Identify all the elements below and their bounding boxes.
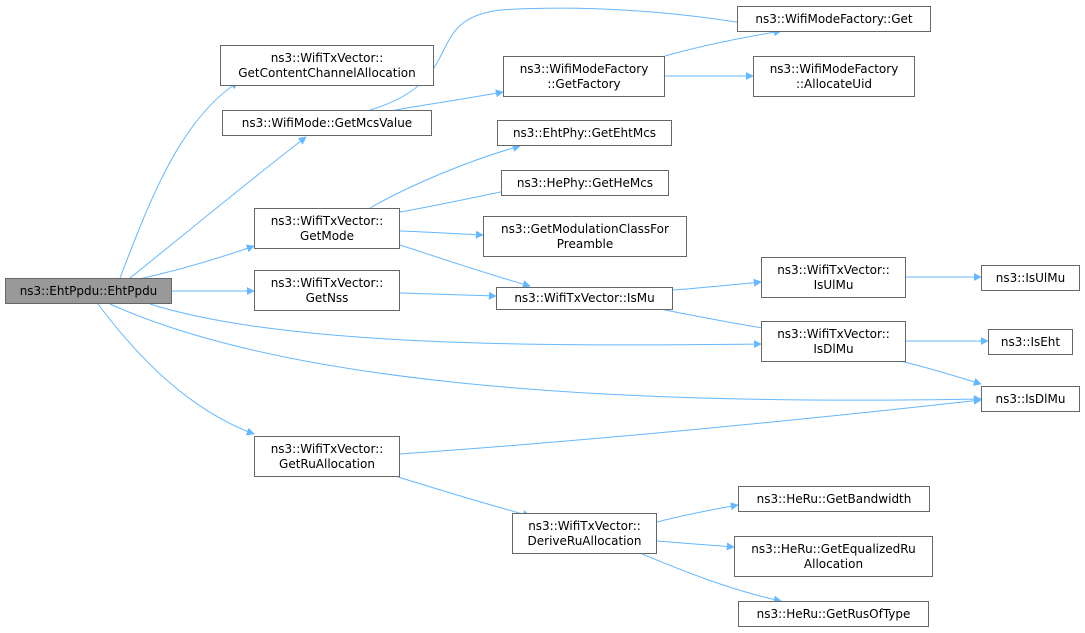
node-is-eht[interactable]: ns3::IsEht: [988, 329, 1073, 355]
edge-get-mode-to-get-eht-mcs: [369, 144, 521, 209]
edge-get-ru-allocation-to-is-dl-mu: [399, 396, 982, 455]
node-label: ns3::WifiModeFactory::Get: [755, 11, 913, 26]
node-label-line2: GetMode: [299, 228, 355, 243]
edge-derive-ru-alloc-to-heru-get-equalized: [656, 540, 735, 551]
node-label-line1: ns3::WifiTxVector::: [270, 441, 384, 456]
node-label-line1: ns3::WifiTxVector::: [777, 262, 890, 277]
node-get-eht-mcs[interactable]: ns3::EhtPhy::GetEhtMcs: [497, 120, 672, 146]
edge-root-to-get-mcs-value: [129, 136, 307, 279]
edge-get-nss-to-is-mu: [399, 291, 497, 300]
node-label-line2: Allocation: [803, 556, 864, 571]
node-label: ns3::EhtPpdu::EhtPpdu: [19, 283, 158, 298]
edge-get-mode-to-get-he-mcs: [399, 187, 511, 213]
edge-get-mode-to-is-mu: [399, 244, 531, 288]
node-wifi-mode-factory-allocate-uid[interactable]: ns3::WifiModeFactory ::AllocateUid: [753, 56, 915, 97]
node-label-line1: ns3::WifiTxVector::: [270, 275, 384, 290]
node-label-line1: ns3::HeRu::GetEqualizedRu: [751, 541, 916, 556]
edge-root-to-get-content-channel-alloc: [119, 81, 239, 279]
node-ehtppdu-constructor: ns3::EhtPpdu::EhtPpdu: [5, 278, 172, 304]
node-heru-get-bandwidth[interactable]: ns3::HeRu::GetBandwidth: [738, 486, 930, 512]
node-label-line2: GetRuAllocation: [279, 456, 375, 471]
node-label: ns3::HeRu::GetRusOfType: [756, 606, 911, 621]
node-label-line2: GetNss: [305, 290, 349, 305]
node-get-ru-allocation[interactable]: ns3::WifiTxVector:: GetRuAllocation: [254, 436, 400, 477]
node-label: ns3::IsDlMu: [995, 391, 1066, 406]
node-label: ns3::IsUlMu: [995, 270, 1066, 285]
node-wifi-mode-factory-get-factory[interactable]: ns3::WifiModeFactory ::GetFactory: [503, 56, 665, 97]
node-wifi-tx-vector-is-dl-mu[interactable]: ns3::WifiTxVector:: IsDlMu: [761, 321, 906, 362]
node-label-line2: GetContentChannelAllocation: [238, 65, 416, 80]
edge-wmf-get-factory-to-wmf-get: [664, 28, 782, 57]
node-label-line1: ns3::WifiTxVector::: [777, 326, 890, 341]
node-wifi-mode-factory-get[interactable]: ns3::WifiModeFactory::Get: [737, 6, 931, 32]
node-label: ns3::HeRu::GetBandwidth: [756, 491, 912, 506]
node-label-line2: IsUlMu: [813, 277, 854, 292]
edge-root-to-tx-is-dl-mu: [149, 303, 762, 349]
node-label-line1: ns3::WifiModeFactory: [519, 61, 649, 76]
node-is-mu[interactable]: ns3::WifiTxVector::IsMu: [496, 287, 673, 310]
edge-get-mcs-value-to-wmf-get-factory: [394, 89, 504, 111]
node-heru-get-rus-of-type[interactable]: ns3::HeRu::GetRusOfType: [738, 601, 929, 627]
node-get-modulation-class-for-preamble[interactable]: ns3::GetModulationClassFor Preamble: [483, 216, 687, 257]
node-derive-ru-allocation[interactable]: ns3::WifiTxVector:: DeriveRuAllocation: [512, 513, 657, 554]
node-get-mcs-value[interactable]: ns3::WifiMode::GetMcsValue: [222, 110, 432, 136]
edge-is-mu-to-tx-is-dl-mu: [654, 307, 776, 333]
edge-derive-ru-alloc-to-heru-get-rus-of-type: [634, 550, 782, 604]
node-get-mode[interactable]: ns3::WifiTxVector:: GetMode: [254, 208, 400, 249]
edge-tx-is-dl-mu-to-is-dl-mu: [899, 360, 982, 386]
edge-root-to-get-mode: [134, 244, 255, 281]
node-is-ul-mu[interactable]: ns3::IsUlMu: [981, 265, 1080, 291]
node-label: ns3::WifiTxVector::IsMu: [514, 291, 655, 305]
node-label-line1: ns3::WifiTxVector::: [270, 50, 384, 65]
node-label: ns3::WifiMode::GetMcsValue: [241, 115, 413, 130]
node-label: ns3::EhtPhy::GetEhtMcs: [512, 125, 657, 140]
node-label-line2: ::GetFactory: [547, 76, 621, 91]
node-wifi-tx-vector-is-ul-mu[interactable]: ns3::WifiTxVector:: IsUlMu: [761, 257, 906, 298]
node-label-line2: DeriveRuAllocation: [527, 533, 642, 548]
node-heru-get-equalized-ru-allocation[interactable]: ns3::HeRu::GetEqualizedRu Allocation: [734, 536, 933, 577]
node-label-line1: ns3::WifiTxVector::: [528, 518, 641, 533]
node-label-line2: ::AllocateUid: [795, 76, 873, 91]
edge-root-to-get-ru-allocation: [97, 303, 255, 436]
node-label-line1: ns3::WifiTxVector::: [270, 213, 384, 228]
node-get-content-channel-allocation[interactable]: ns3::WifiTxVector:: GetContentChannelAll…: [220, 45, 434, 86]
node-get-nss[interactable]: ns3::WifiTxVector:: GetNss: [254, 270, 400, 311]
node-label-line1: ns3::GetModulationClassFor: [501, 221, 669, 236]
edge-get-ru-allocation-to-derive-ru-alloc: [397, 476, 531, 518]
node-label-line1: ns3::WifiModeFactory: [769, 61, 899, 76]
edge-get-mode-to-get-mod-class: [399, 230, 484, 239]
node-get-he-mcs[interactable]: ns3::HePhy::GetHeMcs: [501, 170, 669, 196]
edge-is-mu-to-tx-is-ul-mu: [672, 278, 762, 291]
node-is-dl-mu[interactable]: ns3::IsDlMu: [981, 386, 1080, 412]
edge-root-to-is-dl-mu: [109, 303, 982, 404]
node-label-line2: IsDlMu: [813, 341, 854, 356]
node-label: ns3::HePhy::GetHeMcs: [516, 175, 654, 190]
edge-derive-ru-alloc-to-heru-get-bandwidth: [656, 502, 739, 523]
node-label: ns3::IsEht: [1000, 334, 1061, 349]
node-label-line2: Preamble: [556, 236, 614, 251]
